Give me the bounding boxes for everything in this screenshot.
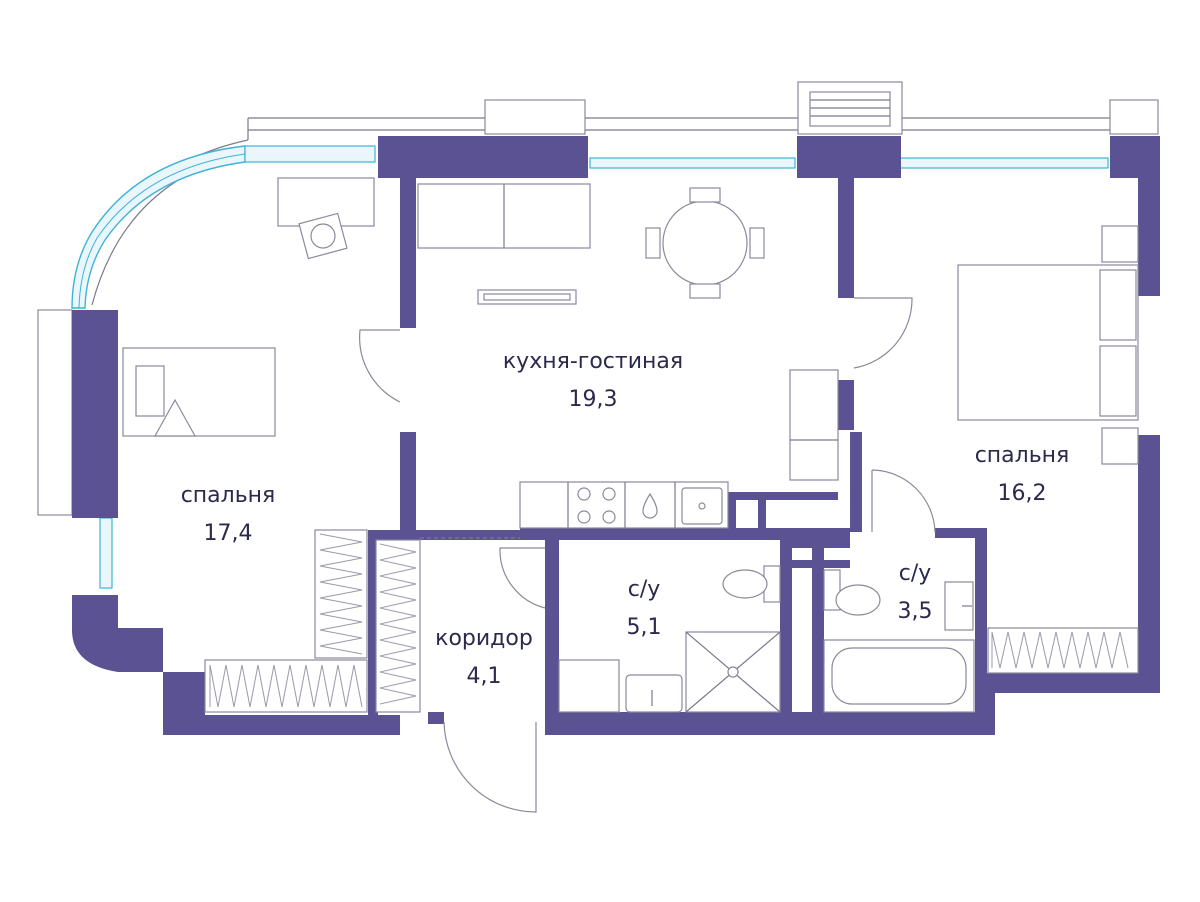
- window-kitchen: [589, 157, 796, 169]
- washbasin-icon: [625, 674, 683, 713]
- window-bedroom-left-small: [99, 517, 113, 589]
- bed-single-icon: [122, 347, 276, 437]
- kitchen-column: [789, 369, 839, 481]
- room-bedroom-right: спальня 16,2: [975, 443, 1070, 506]
- chair-icon: [298, 212, 348, 260]
- door-bedroom-left: [359, 329, 401, 403]
- room-name: с/у: [899, 561, 932, 586]
- room-area: 19,3: [569, 387, 618, 412]
- balcony-outline: [37, 99, 1159, 516]
- ac-unit-icon: [797, 81, 903, 135]
- shower-icon: [685, 631, 781, 713]
- washing-machine-icon: [558, 659, 620, 713]
- washbasin-small-icon: [944, 581, 974, 631]
- room-bathroom-main: с/у 5,1: [627, 577, 662, 640]
- door-bathroom-main: [499, 547, 546, 609]
- curved-window: [71, 145, 376, 309]
- room-name: спальня: [181, 483, 276, 508]
- sofa-icon: [417, 183, 591, 249]
- room-name: коридор: [435, 626, 533, 651]
- window-bedroom-right: [899, 157, 1109, 169]
- door-bedroom-right: [853, 297, 913, 369]
- room-corridor: коридор 4,1: [435, 626, 533, 689]
- kitchen-sink-icon: [681, 487, 723, 525]
- room-name: с/у: [628, 577, 661, 602]
- room-area: 16,2: [998, 481, 1047, 506]
- room-area: 3,5: [898, 599, 933, 624]
- walls: [72, 136, 1160, 735]
- room-kitchen-living: кухня-гостиная 19,3: [503, 349, 683, 412]
- bed-double-icon: [957, 225, 1139, 465]
- dining-table-icon: [645, 187, 765, 299]
- room-name: кухня-гостиная: [503, 349, 683, 374]
- bathtub-icon: [823, 639, 975, 713]
- room-area: 5,1: [627, 615, 662, 640]
- door-bathroom-small: [871, 469, 936, 533]
- stove-icon: [577, 487, 616, 524]
- toilet-icon: [722, 565, 781, 603]
- room-bedroom-left: спальня 17,4: [181, 483, 276, 546]
- room-bathroom-small: с/у 3,5: [898, 561, 933, 624]
- room-name: спальня: [975, 443, 1070, 468]
- toilet-small-icon: [823, 569, 881, 616]
- wardrobe-corridor: [375, 539, 421, 713]
- wardrobe-hatching: [209, 533, 1129, 708]
- water-drop-icon: [642, 492, 658, 519]
- door-entrance: [443, 721, 537, 813]
- room-area: 4,1: [467, 664, 502, 689]
- tv-icon: [477, 289, 577, 305]
- room-area: 17,4: [204, 521, 253, 546]
